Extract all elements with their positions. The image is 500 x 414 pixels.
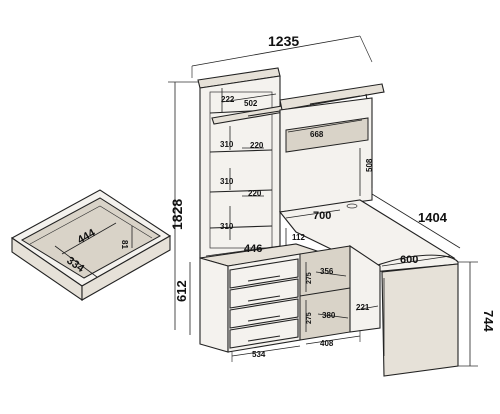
cabinet-niche [299,245,351,341]
dim-line [355,305,379,311]
hutch-lift-door [279,83,385,111]
gap-height-label: 112 [292,233,305,242]
base-dimensions: 534 408 [231,330,361,362]
desk-curved-edge [369,254,459,273]
niche-depth-label: 356 [320,267,334,276]
niche-height-2-label: 275 [306,312,313,324]
shelf-height-1-label: 310 [220,140,234,149]
shelf-depth-2-label: 220 [248,189,262,198]
niche-depth-2-label: 380 [322,311,336,320]
shelf-depth-1-label: 220 [250,141,264,150]
dim-line [231,345,301,357]
total-width-dimension: 1235 [191,33,373,78]
drawer-1 [229,258,299,289]
total-height-dimension: 1828 [168,81,198,330]
desk-right-label: 600 [400,254,418,266]
extension-line [359,35,373,63]
total-height-label: 1828 [169,199,185,230]
hutch-body [279,97,373,213]
drawer-handle [247,335,281,342]
drawer-depth-dim-line [54,245,98,278]
dim-line [205,245,281,257]
cabinet-end [349,244,381,333]
cabinet-side [199,257,229,353]
desk-height-label: 744 [481,310,496,332]
dim-line [287,119,363,133]
drawer-width-dim-line [61,222,117,255]
drawer-3 [229,298,299,329]
leg-panel [381,263,459,377]
hutch-shelf [285,117,369,153]
tower-inner-frame [209,91,273,249]
hutch: 502 668 508 [211,83,385,213]
tower-front [199,75,281,259]
shelf-height-2-label: 310 [220,177,234,186]
total-width-label: 1235 [268,33,299,49]
niche-height-label: 275 [306,272,313,284]
dim-line [317,313,349,319]
drawer-illustration: 444 334 81 [10,189,172,302]
lower-cabinet: 275 356 275 380 221 446 112 [199,228,381,353]
desk-depth-label: 700 [313,210,331,222]
desk-leg-panel: 565 744 [371,261,496,377]
dim-line [381,255,451,267]
tower-top-height-label: 222 [221,95,235,104]
drawer-handle [247,275,281,282]
drawer-2 [229,278,299,309]
niche-shelf [299,287,351,297]
tower-shelf [209,189,273,193]
hutch-door-handle [309,95,361,105]
total-width-dim-line [191,35,361,67]
dim-line [315,271,347,277]
drawer-inner-edge [29,205,153,245]
bookshelf-tower: 222 310 220 310 220 310 [197,67,281,259]
cable-grommet [346,203,358,209]
cabinet-depth-label: 446 [244,243,262,255]
cabinet-height-label: 612 [174,280,189,302]
tower-shelf [209,225,273,229]
hutch-side-height-label: 508 [365,158,374,172]
base-width-1-label: 534 [252,350,266,359]
tower-shelf [209,149,273,153]
tower-top-width-label: 502 [244,99,258,108]
desk-top: 700 600 1404 [278,188,461,273]
shelf-height-3-label: 310 [220,222,234,231]
drawer-handle [247,295,281,302]
corner-width-dim-line [371,193,461,249]
bottom-depth-label: 221 [356,303,370,312]
drawer-4 [229,318,299,349]
hutch-shelf-width-label: 668 [310,130,324,139]
dim-line [285,209,341,219]
dim-line [221,93,277,103]
flap-handle [247,110,281,117]
cabinet-height-dimension: 612 [174,262,191,335]
drawer-height-label: 81 [120,240,129,249]
base-width-2-label: 408 [320,339,334,348]
dim-line [305,335,361,345]
drawer-front-right [81,235,171,301]
drawer-handle [247,315,281,322]
corner-width-label: 1404 [418,210,448,225]
drawer-inner [20,197,161,279]
